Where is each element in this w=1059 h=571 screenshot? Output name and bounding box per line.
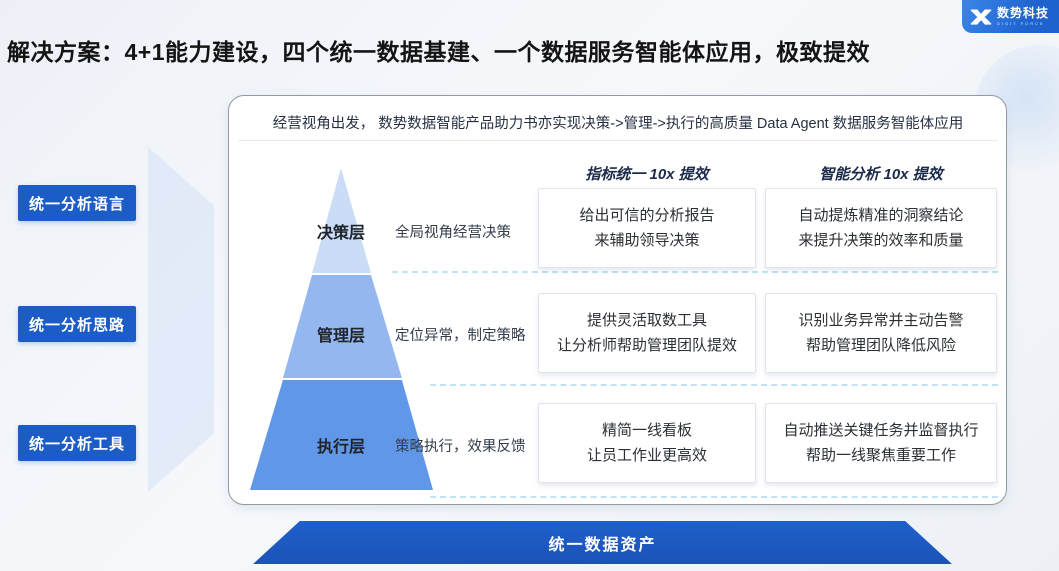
logo-name: 数势科技 (997, 6, 1050, 20)
benefit-box-execution-analysis: 自动推送关键任务并监督执行 帮助一线聚焦重要工作 (765, 403, 997, 483)
pyramid-caption-execution: 策略执行，效果反馈 (395, 439, 526, 455)
decor-band (148, 147, 214, 492)
benefit-box-management-metrics: 提供灵活取数工具 让分析师帮助管理团队提效 (538, 293, 756, 373)
benefit-line: 自动提炼精准的洞察结论 (798, 207, 964, 224)
benefit-box-management-analysis: 识别业务异常并主动告警 帮助管理团队降低风险 (765, 293, 997, 373)
benefit-box-decision-metrics: 给出可信的分析报告 来辅助领导决策 (538, 188, 756, 268)
benefit-line: 自动推送关键任务并监督执行 (783, 422, 979, 439)
pyramid-caption-decision: 全局视角经营决策 (395, 225, 511, 241)
pyramid-diagram (250, 168, 433, 490)
company-logo: 数势科技 DIGIT FORCE (962, 0, 1059, 33)
benefit-line: 让分析师帮助管理团队提效 (556, 337, 737, 354)
logo-subtitle: DIGIT FORCE (997, 21, 1045, 26)
data-asset-banner-label: 统一数据资产 (548, 536, 657, 554)
data-asset-banner: 统一数据资产 (253, 521, 952, 564)
benefit-line: 给出可信的分析报告 (579, 207, 715, 224)
pyramid-caption-management: 定位异常，制定策略 (395, 328, 526, 344)
digitforce-logo-icon (970, 8, 992, 25)
slide-title: 解决方案：4+1能力建设，四个统一数据基建、一个数据服务智能体应用，极致提效 (7, 39, 871, 65)
pyramid-label-decision: 决策层 (316, 225, 365, 242)
benefit-box-execution-metrics: 精简一线看板 让员工作业更高效 (538, 403, 756, 483)
column-header-intelligent-analysis: 智能分析 10x 提效 (819, 166, 943, 183)
pyramid-label-execution: 执行层 (316, 439, 365, 456)
capability-tag-unified-analysis-language: 统一分析语言 (18, 185, 136, 221)
dashed-divider-2 (430, 384, 998, 386)
benefit-line: 帮助一线聚焦重要工作 (805, 447, 956, 464)
benefit-line: 让员工作业更高效 (586, 447, 707, 464)
benefit-line: 来提升决策的效率和质量 (798, 232, 964, 249)
pyramid-label-management: 管理层 (316, 328, 365, 345)
benefit-line: 来辅助领导决策 (594, 232, 700, 249)
benefit-line: 精简一线看板 (601, 422, 692, 439)
benefit-line: 提供灵活取数工具 (586, 312, 707, 329)
dashed-divider-1 (392, 271, 998, 273)
capability-tag-unified-analysis-approach: 统一分析思路 (18, 306, 136, 342)
capability-tag-unified-analysis-tools: 统一分析工具 (18, 425, 136, 461)
pyramid-layer-execution (250, 380, 433, 490)
benefit-line: 识别业务异常并主动告警 (798, 312, 964, 329)
dashed-divider-3 (430, 496, 998, 498)
panel-header: 经营视角出发， 数势数据智能产品助力书亦实现决策->管理->执行的高质量 Dat… (238, 104, 998, 141)
benefit-box-decision-analysis: 自动提炼精准的洞察结论 来提升决策的效率和质量 (765, 188, 997, 268)
benefit-line: 帮助管理团队降低风险 (805, 337, 956, 354)
column-header-metric-unification: 指标统一 10x 提效 (585, 166, 709, 183)
logo-text: 数势科技 DIGIT FORCE (997, 7, 1049, 26)
